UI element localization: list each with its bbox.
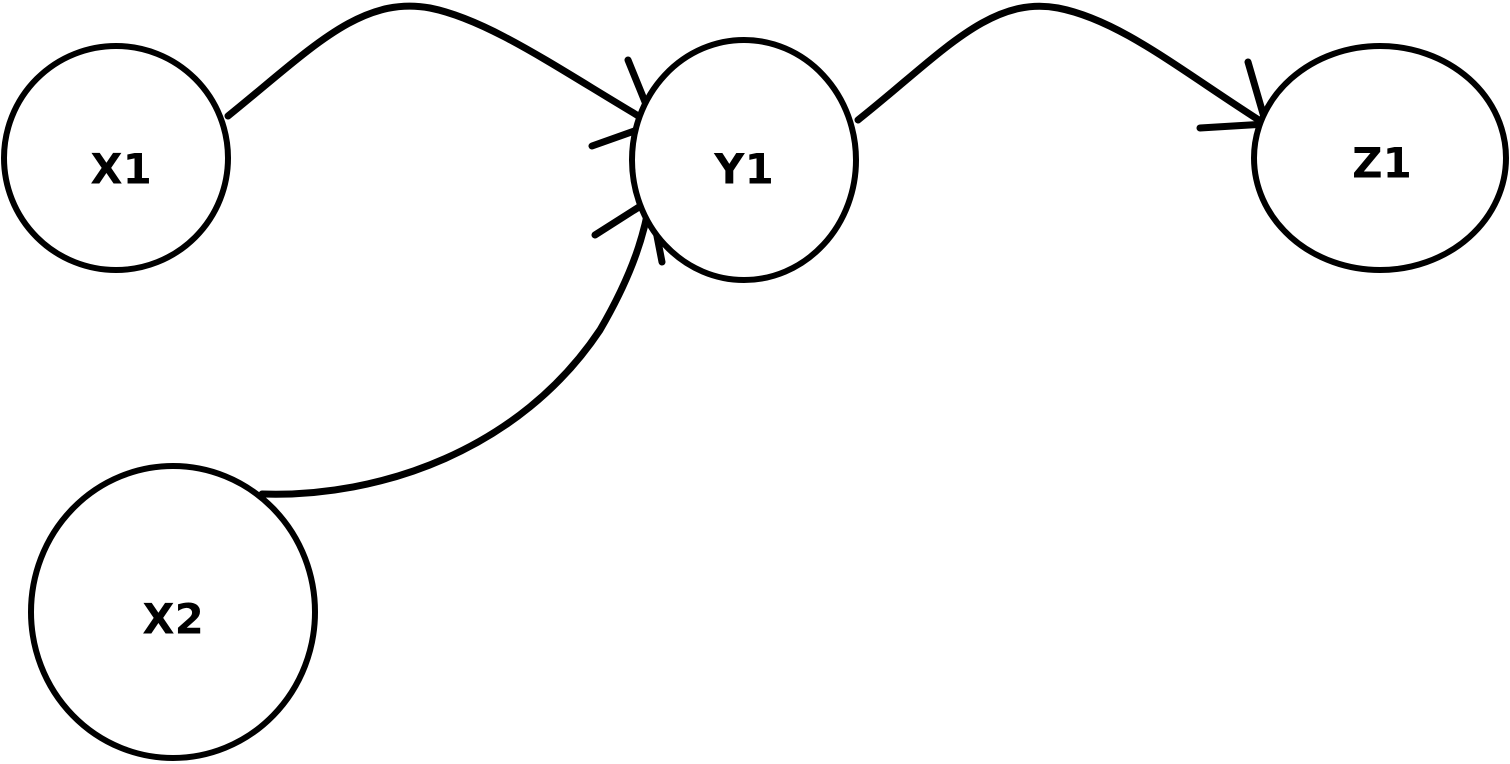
node-z1-label: Z1	[1352, 139, 1412, 188]
edge-x2-to-y1-line	[258, 196, 654, 498]
node-x2: X2	[28, 463, 318, 761]
node-z1-circle	[1251, 43, 1509, 273]
node-y1: Y1	[629, 37, 859, 283]
edge-x1-to-y1-line	[224, 2, 656, 128]
node-y1-circle	[629, 37, 859, 283]
node-x2-circle	[28, 463, 318, 761]
node-x1-label: X1	[90, 145, 152, 194]
node-x1: X1	[1, 43, 231, 273]
node-x2-label: X2	[142, 595, 204, 644]
edge-y1-to-z1-line	[854, 2, 1269, 128]
node-x1-circle	[1, 43, 231, 273]
node-z1: Z1	[1251, 43, 1509, 273]
edge-y1-to-z1	[854, 2, 1270, 132]
node-y1-label: Y1	[713, 145, 774, 194]
edge-x2-to-y1	[258, 196, 666, 498]
edge-x1-to-y1	[224, 2, 658, 150]
